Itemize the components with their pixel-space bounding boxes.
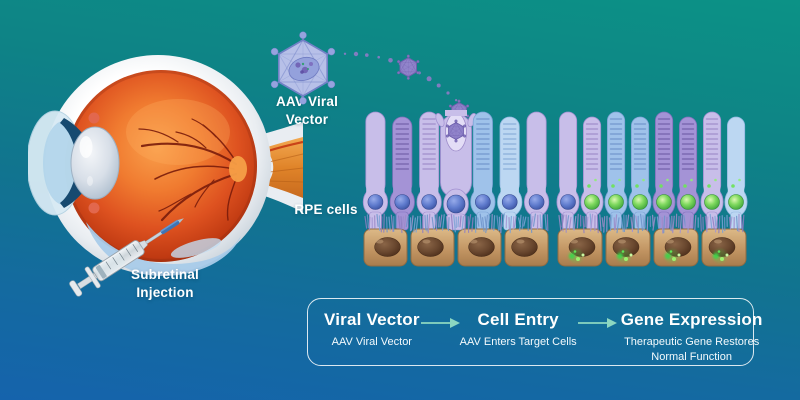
photoreceptor-cell [676, 116, 700, 231]
plunger-flange [84, 266, 101, 289]
gene-expression-glow [569, 249, 585, 263]
retinal-vessels [138, 118, 238, 222]
ciliary-body-upper [88, 112, 100, 124]
trail-dot [436, 83, 441, 88]
arrow-right-icon [577, 318, 617, 328]
photoreceptor-cell [362, 111, 389, 231]
ciliary-body-lower [88, 202, 100, 214]
photoreceptor-cell [724, 116, 748, 231]
aav-virus-icon [270, 31, 336, 105]
trail-dot [454, 99, 458, 102]
lens [70, 126, 120, 200]
photoreceptor-cell [470, 111, 496, 231]
trail-dot [365, 53, 369, 57]
trail-dot [388, 58, 393, 63]
gene-expression-glow [713, 249, 729, 263]
trail-dot [353, 51, 359, 57]
rpe-cell [504, 228, 549, 267]
subretinal-injection-label: Subretinal Injection [130, 267, 199, 300]
photoreceptor-cell [580, 116, 604, 231]
aav-viral-vector-label: AAV Viral Vector [275, 94, 339, 127]
arrow-right-icon [420, 318, 460, 328]
aav-virus-illustration [270, 31, 336, 105]
rpe-cell [557, 228, 603, 267]
lens-glint [79, 136, 93, 158]
photoreceptor-cell [628, 116, 652, 231]
photoreceptor-cell [652, 111, 676, 231]
photoreceptor-cell [700, 111, 724, 231]
cilia-layer [558, 213, 745, 234]
flow-step-subtitle: AAV Enters Target Cells [459, 336, 577, 349]
trail-dot [446, 91, 450, 95]
optic-disc [229, 156, 247, 182]
rpe-cell [653, 228, 699, 267]
syringe [69, 218, 184, 297]
photoreceptor-cell [497, 116, 523, 231]
process-flow-box: Viral Vector AAV Viral Vector Cell Entry… [307, 298, 762, 366]
flow-step-cell-entry: Cell Entry AAV Enters Target Cells [460, 310, 577, 350]
trail-dot [343, 52, 347, 55]
flow-step-title: Gene Expression [620, 310, 763, 329]
gene-expression-glow [665, 249, 681, 263]
trail-dot [426, 76, 432, 82]
gene-expression-glow [617, 249, 633, 263]
retinal-bleb [170, 238, 222, 258]
photoreceptor-cell [604, 111, 628, 231]
needle-sleeve-highlight [160, 219, 179, 232]
cilia-layer [364, 213, 549, 234]
flow-step-subtitle: AAV Viral Vector [331, 336, 412, 349]
cell-panel-transduction [362, 110, 550, 267]
flow-step-title: Viral Vector [324, 310, 420, 329]
rpe-cells-label: RPE cells [294, 202, 358, 217]
photoreceptor-cell [523, 111, 550, 231]
photoreceptor-cell [435, 110, 477, 231]
plunger-seal [95, 264, 107, 279]
flow-step-title: Cell Entry [477, 310, 559, 329]
thumb-pad [69, 280, 83, 297]
fundus [65, 70, 257, 262]
anterior-segment [28, 110, 120, 216]
needle-tip [178, 218, 184, 223]
rpe-cell [410, 228, 455, 267]
cell-panel-expression [556, 111, 748, 267]
trail-dot [377, 55, 380, 59]
rpe-cell [457, 228, 502, 267]
photoreceptor-cell [556, 111, 580, 231]
photoreceptor-cell [389, 116, 415, 231]
needle-sleeve [160, 220, 180, 235]
flow-step-viral-vector: Viral Vector AAV Viral Vector [324, 310, 420, 350]
virus-particle-icon [397, 54, 420, 80]
lens-glint-small [87, 176, 93, 186]
flow-step-gene-expression: Gene Expression Therapeutic Gene Restore… [617, 310, 767, 364]
virus-particle-icon [445, 119, 467, 143]
flow-step-subtitle: Therapeutic Gene Restores Normal Functio… [624, 336, 760, 363]
rpe-cell [363, 228, 408, 267]
photoreceptor-cell [416, 111, 442, 231]
eye-cross-section-illustration [28, 55, 303, 297]
